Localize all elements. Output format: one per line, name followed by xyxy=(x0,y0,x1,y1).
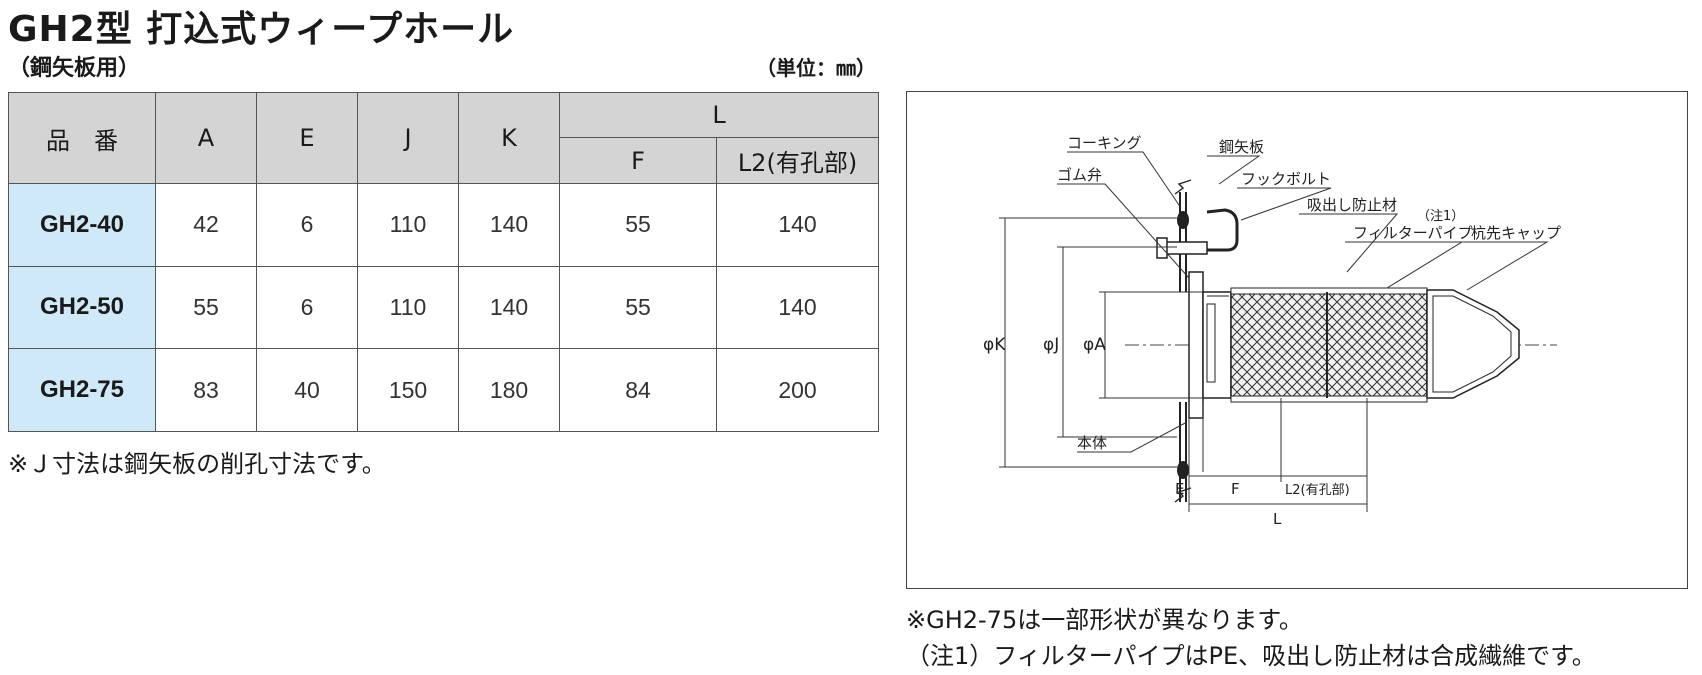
cell-a: 55 xyxy=(155,265,257,350)
body xyxy=(1188,271,1232,419)
label-phi-a: φA xyxy=(1083,335,1106,355)
header-l2: L2(有孔部) xyxy=(716,137,879,184)
dimension-lines-left xyxy=(999,217,1203,468)
diagram-panel: コーキング 鋼矢板 ゴム弁 フックボルト 吸出し防止材 （注1） フィルターパイ… xyxy=(906,91,1688,589)
cell-model: GH2-50 xyxy=(8,265,156,350)
diagram-note-2: （注1）フィルターパイプはPE、吸出し防止材は合成繊維です。 xyxy=(906,642,1596,670)
label-sheet-pile: 鋼矢板 xyxy=(1219,138,1264,156)
cell-a: 83 xyxy=(155,348,257,432)
page-title: GH2型 打込式ウィープホール xyxy=(8,9,515,50)
cell-l2: 200 xyxy=(716,348,879,432)
cell-model: GH2-40 xyxy=(8,183,156,267)
cell-k: 140 xyxy=(458,265,560,350)
header-a: A xyxy=(155,92,257,184)
label-body: 本体 xyxy=(1077,434,1107,452)
cell-f: 55 xyxy=(559,265,717,350)
label-l2: L2(有孔部) xyxy=(1285,483,1350,498)
cell-f: 55 xyxy=(559,183,717,267)
diagram-note-1: ※GH2-75は一部形状が異なります。 xyxy=(906,606,1303,634)
header-l: L xyxy=(559,92,879,138)
label-caulking: コーキング xyxy=(1067,134,1142,152)
hook-bolt xyxy=(1156,208,1239,259)
header-model: 品 番 xyxy=(8,92,156,184)
cell-e: 40 xyxy=(256,348,358,432)
pile-cap xyxy=(1426,289,1520,399)
cell-e: 6 xyxy=(256,265,358,350)
label-e: E xyxy=(1175,480,1184,498)
cell-j: 150 xyxy=(357,348,459,432)
header-f: F xyxy=(559,137,717,184)
cell-j: 110 xyxy=(357,265,459,350)
cell-e: 6 xyxy=(256,183,358,267)
header-e: E xyxy=(256,92,358,184)
label-filter-pipe: フィルターパイプ xyxy=(1353,224,1473,242)
pile-cap-inner xyxy=(1432,295,1512,393)
label-phi-j: φJ xyxy=(1043,335,1059,355)
label-f: F xyxy=(1231,480,1240,498)
header-k: K xyxy=(458,92,560,184)
leader-lines xyxy=(1057,151,1549,453)
cell-l2: 140 xyxy=(716,265,879,350)
label-pile-cap: 杭先キャップ xyxy=(1471,224,1561,242)
label-hook-bolt: フックボルト xyxy=(1241,170,1331,188)
label-phi-k: φK xyxy=(983,335,1006,355)
cell-a: 42 xyxy=(155,183,257,267)
weep-hole-diagram: コーキング 鋼矢板 ゴム弁 フックボルト 吸出し防止材 （注1） フィルターパイ… xyxy=(983,134,1561,528)
table-row: GH2-75 83 40 150 180 84 200 xyxy=(8,348,879,432)
filter-pipe xyxy=(1230,287,1428,403)
header-j: J xyxy=(357,92,459,184)
table-row: GH2-40 42 6 110 140 55 140 xyxy=(8,183,879,267)
cell-k: 140 xyxy=(458,183,560,267)
cell-l2: 140 xyxy=(716,183,879,267)
caulking-top xyxy=(1177,211,1189,229)
caulking-bottom xyxy=(1177,461,1189,479)
table-note: ※Ｊ寸法は鋼矢板の削孔寸法です。 xyxy=(8,450,386,478)
label-anti-suction: 吸出し防止材 xyxy=(1307,196,1397,214)
page-subtitle: （鋼矢板用） xyxy=(8,56,141,81)
label-rubber-valve: ゴム弁 xyxy=(1057,166,1102,184)
dimension-lines-bottom xyxy=(1188,398,1368,512)
label-l: L xyxy=(1273,510,1282,528)
cell-j: 110 xyxy=(357,183,459,267)
table-row: GH2-50 55 6 110 140 55 140 xyxy=(8,265,879,350)
unit-label: （単位：㎜） xyxy=(756,56,876,80)
label-note1: （注1） xyxy=(1417,209,1464,224)
spec-table: 品 番 A E J K L F L2(有孔部) GH2-40 42 6 110 … xyxy=(8,92,879,432)
cell-f: 84 xyxy=(559,348,717,432)
cell-model: GH2-75 xyxy=(8,348,156,432)
cell-k: 180 xyxy=(458,348,560,432)
